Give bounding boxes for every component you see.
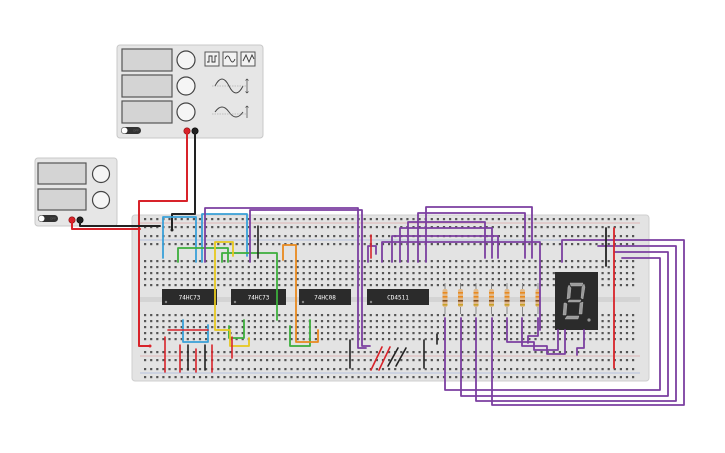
wire-purple-3[interactable] — [381, 241, 541, 331]
seven-segment-display[interactable] — [555, 272, 598, 330]
wire-purple-11[interactable] — [460, 251, 669, 397]
ps-display-voltage — [37, 162, 87, 185]
svg-text:74HC08: 74HC08 — [314, 295, 336, 302]
resistor-array[interactable] — [442, 283, 541, 314]
wire-purple-17[interactable] — [576, 329, 585, 356]
svg-text:OFF: OFF — [133, 129, 139, 133]
wire-blue-1[interactable] — [162, 216, 197, 263]
wire-ps-negative[interactable] — [79, 219, 161, 227]
ps-voltage-knob[interactable] — [91, 164, 111, 184]
resistor[interactable] — [489, 283, 494, 314]
wire-green-4[interactable] — [289, 319, 311, 347]
wire-blue-2[interactable] — [201, 213, 248, 263]
resistor[interactable] — [458, 283, 463, 314]
seven-segment-digit-icon — [562, 282, 586, 320]
svg-text:CD4511: CD4511 — [387, 295, 409, 302]
fg-amplitude-knob[interactable] — [176, 76, 196, 96]
wire-red-jumper-8[interactable] — [370, 346, 383, 371]
wire-purple-15[interactable] — [521, 317, 566, 355]
wire-blue-3[interactable] — [182, 319, 209, 343]
wire-fg-positive[interactable] — [138, 130, 188, 347]
wire-red-jumper-9[interactable] — [378, 346, 391, 371]
ps-display-current — [37, 188, 87, 211]
chip-u4[interactable]: CD4511 — [367, 289, 429, 305]
resistor[interactable] — [520, 283, 525, 314]
function-generator[interactable]: OFF — [116, 44, 264, 139]
wire-yellow-1[interactable] — [214, 241, 250, 347]
wire-purple-10[interactable] — [444, 257, 661, 391]
wire-purple-7[interactable] — [417, 212, 526, 263]
offset-graphic-icon — [214, 106, 244, 118]
wire-purple-12[interactable] — [475, 245, 677, 402]
chip-u3[interactable]: 74HC08 — [299, 289, 351, 305]
svg-text:74HC73: 74HC73 — [248, 295, 270, 302]
wire-purple-2[interactable] — [204, 207, 367, 349]
fg-frequency-knob[interactable] — [176, 50, 196, 70]
fg-display-frequency — [121, 48, 173, 72]
chip-u2[interactable]: 74HC73 — [231, 289, 286, 305]
sine-wave-icon — [224, 55, 236, 63]
wire-orange-1[interactable] — [282, 244, 319, 343]
resistor[interactable] — [442, 283, 448, 314]
ps-power-switch[interactable]: OFF — [38, 215, 58, 222]
triangle-wave-icon — [242, 53, 255, 64]
wire-green-3[interactable] — [228, 319, 245, 339]
wire-purple-6[interactable] — [407, 221, 486, 263]
dc-power-supply[interactable]: OFF — [34, 157, 118, 227]
fg-display-amplitude — [121, 74, 173, 98]
wire-fg-negative[interactable] — [171, 130, 196, 231]
resistor[interactable] — [473, 283, 479, 314]
wire-black-jumper-6[interactable] — [395, 347, 407, 367]
svg-text:74HC73: 74HC73 — [179, 295, 201, 302]
wire-purple-4[interactable] — [391, 235, 499, 263]
fg-sine-button[interactable] — [222, 51, 238, 67]
fg-offset-knob[interactable] — [176, 102, 196, 122]
fg-triangle-button[interactable] — [240, 51, 256, 67]
square-wave-icon — [207, 55, 217, 63]
wire-purple-1[interactable] — [249, 209, 371, 347]
fg-square-button[interactable] — [204, 51, 220, 67]
wire-ps-positive[interactable] — [71, 219, 141, 230]
amplitude-graphic-icon — [214, 78, 244, 94]
fg-power-switch[interactable]: OFF — [121, 127, 141, 134]
svg-text:OFF: OFF — [50, 217, 56, 221]
wire-purple-5[interactable] — [399, 227, 493, 263]
wire-green-1[interactable] — [177, 247, 229, 263]
wire-purple-16[interactable] — [527, 317, 539, 344]
wire-black-jumper-5[interactable] — [387, 347, 399, 367]
wire-purple-13[interactable] — [491, 239, 685, 406]
wire-purple-9[interactable] — [367, 245, 377, 263]
ps-current-knob[interactable] — [91, 190, 111, 210]
fg-display-offset — [121, 100, 173, 124]
chip-u1[interactable]: 74HC73 — [162, 289, 217, 305]
resistor[interactable] — [504, 283, 510, 314]
wire-purple-8[interactable] — [425, 206, 533, 263]
